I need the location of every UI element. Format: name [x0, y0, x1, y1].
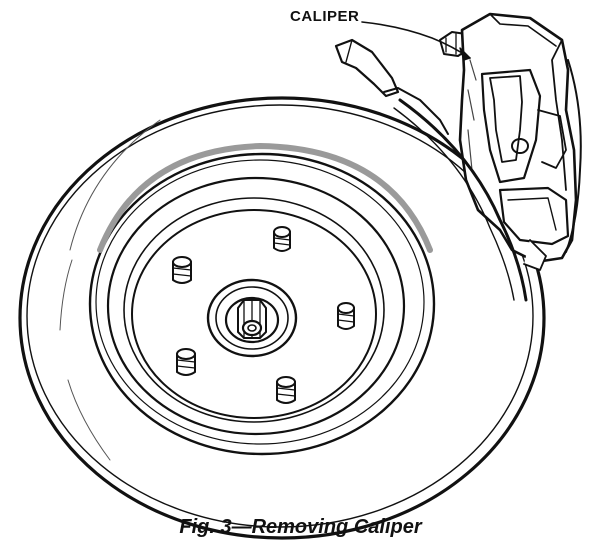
- caliper-leader-arrowhead: [459, 47, 471, 61]
- caliper-anchor-bracket: [334, 38, 449, 135]
- wheel-hub: [206, 278, 298, 358]
- wheel-stud: [276, 376, 296, 404]
- figure-caption: Fig. 3—Removing Caliper: [179, 516, 422, 538]
- caliper-callout-label: CALIPER: [290, 8, 360, 25]
- wheel-stud: [337, 302, 355, 330]
- wheel-stud: [176, 348, 196, 376]
- wheel-studs: [172, 226, 355, 404]
- caliper-leader-line: [361, 21, 471, 59]
- brake-caliper: [393, 12, 582, 302]
- wheel-stud: [273, 226, 291, 252]
- wheel-stud: [172, 256, 192, 284]
